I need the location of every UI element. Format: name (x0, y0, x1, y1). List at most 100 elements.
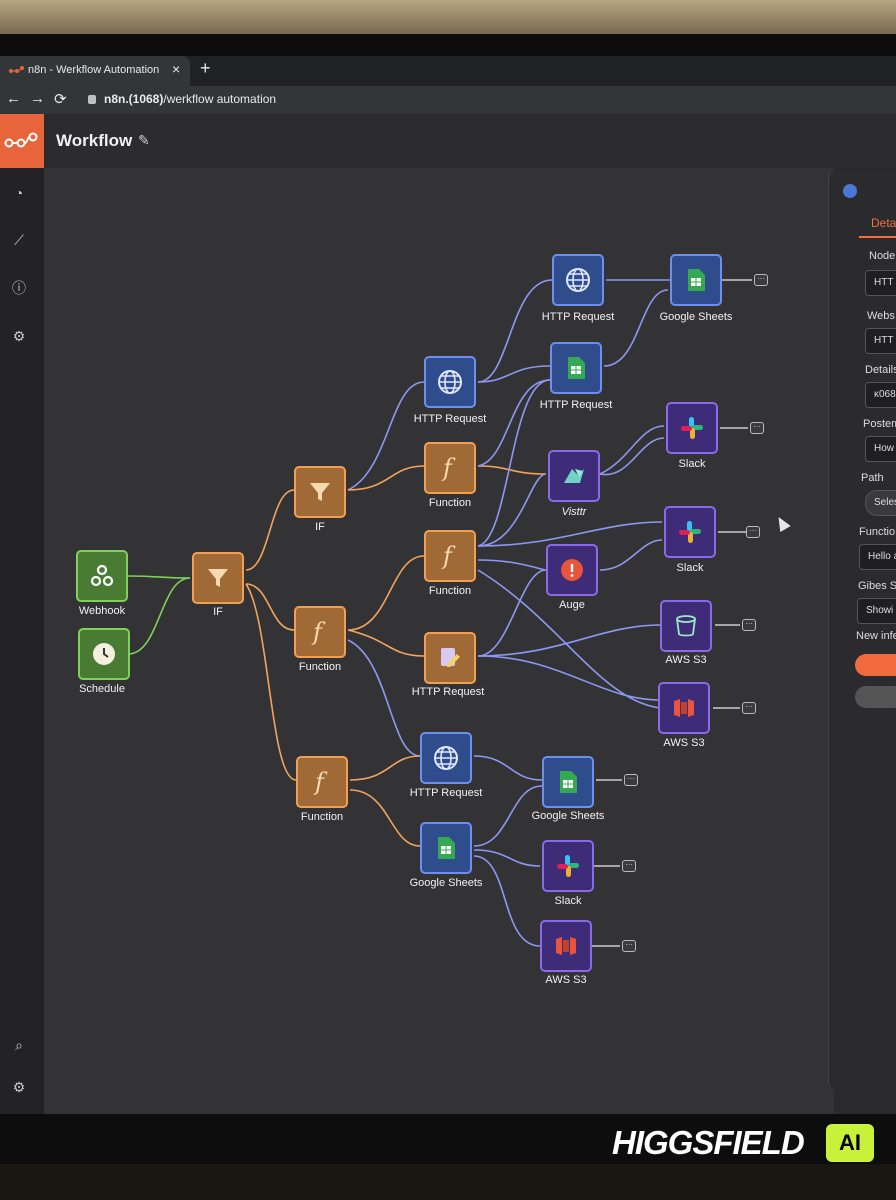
http-request-node[interactable] (424, 356, 476, 408)
info-icon[interactable]: ⓘ (12, 280, 26, 296)
forward-icon[interactable]: → (30, 90, 45, 107)
pencil-icon[interactable]: ✎ (138, 132, 150, 148)
google-sheets-node[interactable] (670, 254, 722, 306)
alert-icon (561, 559, 583, 581)
webhook-node[interactable] (76, 550, 128, 602)
n8n-logo-icon (4, 132, 38, 148)
aws-s3-node[interactable] (658, 682, 710, 734)
http-request-node[interactable] (550, 342, 602, 394)
node-field[interactable]: HTT (865, 270, 896, 296)
globe-icon (843, 184, 857, 198)
node-label: Slack (554, 895, 582, 907)
dashboard-icon[interactable]: ◔ (14, 185, 24, 201)
secondary-button[interactable] (855, 686, 896, 708)
node-label: IF (213, 606, 223, 618)
function-field[interactable]: Hello a (859, 544, 896, 570)
node-label: Function (428, 497, 472, 509)
aws-s3-node[interactable] (540, 920, 592, 972)
node-label: Google Sheets (409, 877, 483, 889)
svg-text:f: f (313, 768, 328, 796)
function-icon: f (311, 618, 326, 646)
field-label: Gibes Str (858, 580, 896, 592)
node-label: AWS S3 (665, 654, 707, 666)
reload-icon[interactable]: ⟳ (54, 91, 67, 108)
auge-node[interactable] (546, 544, 598, 596)
search-icon[interactable]: ⌕ (15, 1037, 23, 1053)
node-label: Google Sheets (531, 810, 605, 822)
url-host: n8n.(1068) (104, 92, 164, 106)
schedule-node[interactable] (78, 628, 130, 680)
google-sheets-node[interactable] (542, 756, 594, 808)
slack-node[interactable] (664, 506, 716, 558)
clock-icon (93, 643, 115, 665)
more-button[interactable]: ··· (746, 526, 760, 538)
settings-icon[interactable]: ⚙ (12, 1079, 26, 1095)
node-label: HTTP Request (411, 686, 485, 698)
n8n-logo-icon (9, 66, 24, 73)
details-field[interactable]: κ068 (865, 382, 896, 408)
browser-tab[interactable]: n8n - Werkflow Automation × (0, 56, 190, 86)
n8n-brand-logo[interactable] (0, 114, 44, 168)
new-tab-button[interactable]: + (200, 58, 211, 78)
filter-icon (310, 483, 330, 501)
path-select[interactable]: Seles (865, 490, 896, 516)
field-label: New infe (856, 630, 896, 642)
google-sheets-icon (688, 269, 705, 291)
if-node[interactable] (294, 466, 346, 518)
function-node[interactable]: f (296, 756, 348, 808)
google-sheets-icon (560, 771, 577, 793)
http-request-node[interactable] (420, 732, 472, 784)
if-node[interactable] (192, 552, 244, 604)
lock-icon (88, 95, 96, 104)
node-label: Function (300, 811, 344, 823)
more-button[interactable]: ··· (622, 940, 636, 952)
postem-field[interactable]: How c (865, 436, 896, 462)
function-icon: f (441, 454, 456, 482)
google-sheets-node[interactable] (420, 822, 472, 874)
more-button[interactable]: ··· (742, 702, 756, 714)
node-label: HTTP Request (409, 787, 483, 799)
node-label: Function (428, 585, 472, 597)
globe-icon (438, 370, 462, 394)
visitr-node[interactable] (548, 450, 600, 502)
field-label: Details (865, 364, 896, 376)
back-icon[interactable]: ← (6, 90, 21, 107)
svg-text:f: f (441, 542, 456, 570)
slack-node[interactable] (666, 402, 718, 454)
function-node[interactable]: f (424, 530, 476, 582)
field-label: Path (861, 472, 884, 484)
more-button[interactable]: ··· (754, 274, 768, 286)
http-request-node[interactable] (552, 254, 604, 306)
node-label: Google Sheets (659, 311, 733, 323)
function-node[interactable]: f (424, 442, 476, 494)
aws-s3-icon (556, 937, 576, 955)
node-label: AWS S3 (663, 737, 705, 749)
gibes-field[interactable]: Showi (857, 598, 896, 624)
http-request-node[interactable] (424, 632, 476, 684)
primary-button[interactable] (855, 654, 896, 676)
function-node[interactable]: f (294, 606, 346, 658)
aws-s3-node[interactable] (660, 600, 712, 652)
slack-icon (679, 521, 701, 543)
url-input[interactable]: n8n.(1068)/werkflow automation (104, 92, 276, 106)
workflow-title[interactable]: Workflow (56, 131, 133, 150)
tab-close-icon[interactable]: × (172, 61, 181, 77)
more-button[interactable]: ··· (742, 619, 756, 631)
chart-icon[interactable]: ⟋ (14, 232, 24, 248)
more-button[interactable]: ··· (622, 860, 636, 872)
node-label: Webhook (78, 605, 126, 617)
settings-gear-icon[interactable]: ⚙ (12, 328, 26, 344)
edit-document-icon (441, 648, 460, 667)
node-label: HTTP Request (541, 311, 615, 323)
slack-icon (681, 417, 703, 439)
node-details-panel: Deta Node HTT Webs HTT Details κ068 Post… (828, 170, 896, 1090)
more-button[interactable]: ··· (750, 422, 764, 434)
more-button[interactable]: ··· (624, 774, 638, 786)
node-label: Slack (678, 458, 706, 470)
website-field[interactable]: HTT (865, 328, 896, 354)
slack-node[interactable] (542, 840, 594, 892)
bucket-icon (676, 615, 696, 637)
tab-underline (859, 236, 896, 238)
node-label: Function (298, 661, 342, 673)
tab-details[interactable]: Deta (871, 216, 896, 230)
